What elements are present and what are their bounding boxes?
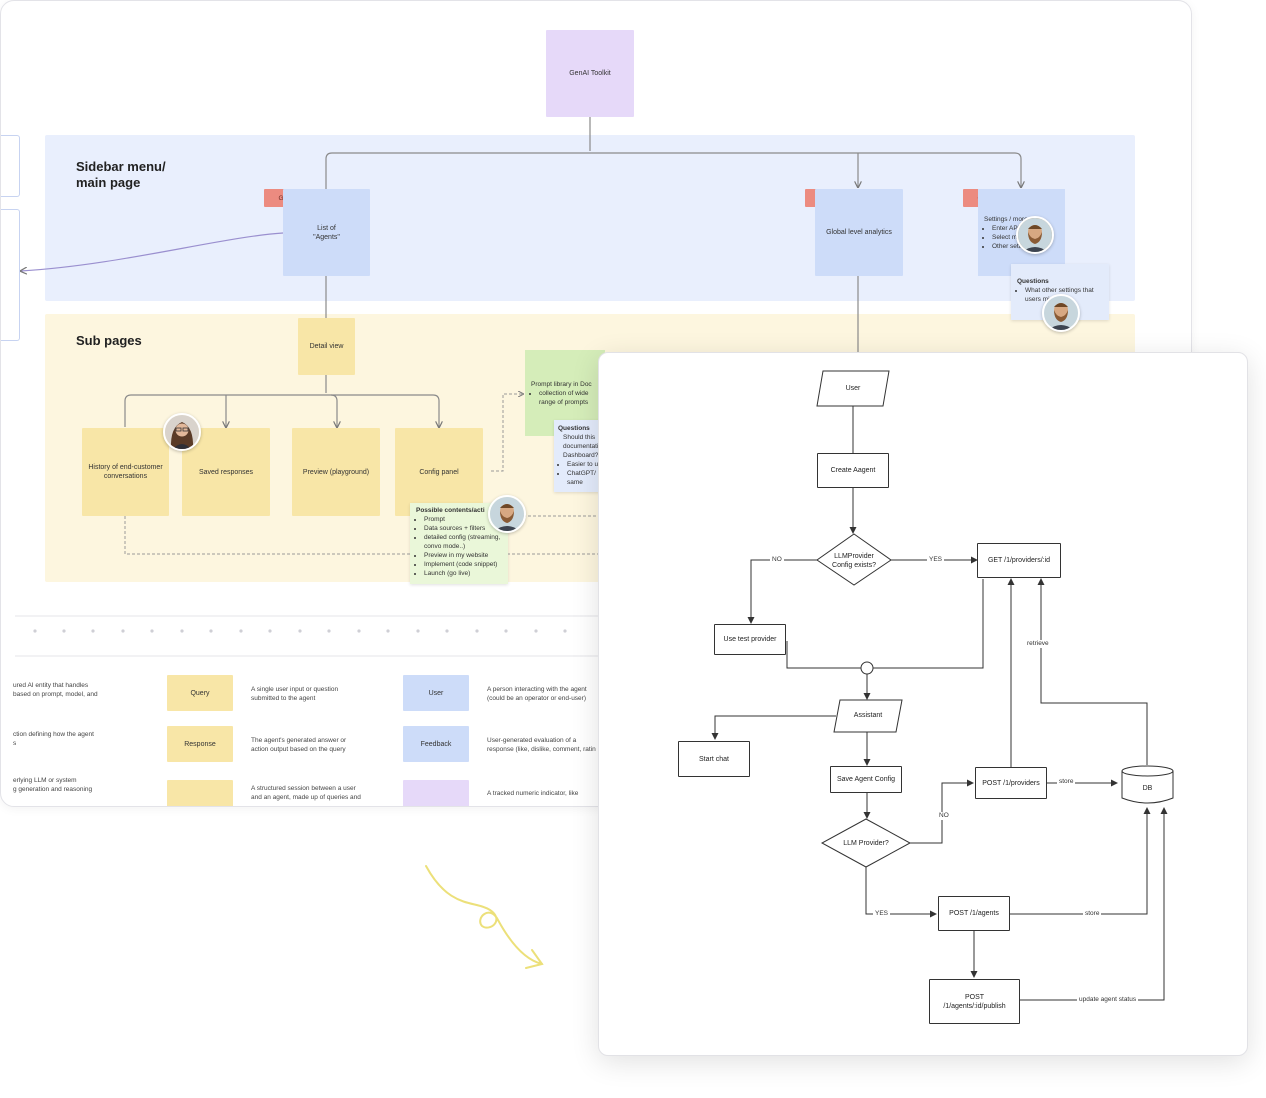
prompt-question: Easier to u [567, 460, 600, 469]
node-post-agents[interactable]: POST /1/agents [938, 896, 1010, 931]
node-assistant[interactable]: Assistant [853, 712, 883, 719]
legend-swatch-response: Response [167, 726, 233, 762]
legend-desc-query: A single user input or question submitte… [251, 686, 339, 702]
legend-desc-conversation: A structured session between a user and … [251, 785, 361, 801]
avatar-collaborator-config [488, 495, 526, 533]
node-use-test-provider[interactable]: Use test provider [714, 624, 786, 655]
prompt-questions-title: Questions [558, 425, 590, 432]
flowchart-connectors [711, 370, 1174, 1001]
possible-content-item: Prompt [424, 515, 502, 524]
prompt-question-main: Should this documentati Dashboard? [563, 434, 599, 459]
avatar-collaborator-questions [1042, 294, 1080, 332]
left-edge-frame-bottom [1, 209, 20, 341]
avatar-collaborator-history [163, 413, 201, 451]
legend-swatch-query: Query [167, 675, 233, 711]
prompt-library-title: Prompt library in Doc [531, 381, 592, 388]
node-get-provider[interactable]: GET /1/providers/:id [977, 543, 1061, 578]
prompt-library-note[interactable]: Prompt library in Doc collection of wide… [525, 350, 605, 436]
node-user[interactable]: User [845, 385, 861, 392]
shape-llm-config-diamond [816, 533, 892, 586]
possible-content-item: Data sources + filters [424, 524, 502, 533]
label-no: NO [937, 812, 951, 820]
label-store: store [1057, 778, 1076, 786]
prompt-question: ChatGPT/ same [567, 469, 600, 487]
possible-content-item: detailed config (streaming, convo mode..… [424, 533, 502, 551]
possible-contents-list: Prompt Data sources + filters detailed c… [416, 515, 502, 578]
node-llm-provider-decision[interactable]: LLM Provider? [843, 840, 889, 847]
prompt-library-list: collection of wide range of prompts [531, 389, 599, 407]
settings-questions-list: What other settings that users mi [1017, 286, 1103, 304]
subpages-zone-title: Sub pages [76, 333, 142, 348]
node-preview-playground[interactable]: Preview (playground) [292, 428, 380, 516]
avatar-collaborator-settings [1016, 216, 1054, 254]
node-list-of-agents[interactable]: List of "Agents" [283, 189, 370, 276]
label-store: store [1083, 910, 1102, 918]
merge-junction [860, 661, 874, 675]
prompt-questions-list: Easier to u ChatGPT/ same [558, 460, 600, 487]
label-no: NO [770, 556, 784, 564]
prompt-questions-note[interactable]: Questions Should this documentati Dashbo… [554, 420, 604, 492]
legend-left-text: ured AI entity that handles based on pro… [13, 682, 98, 698]
possible-contents-note[interactable]: Possible contents/acti Prompt Data sourc… [410, 503, 508, 584]
sidebar-zone [45, 135, 1135, 301]
node-create-agent[interactable]: Create Aagent [817, 453, 889, 488]
settings-question: What other settings that users mi [1025, 286, 1103, 304]
possible-content-item: Preview in my website [424, 551, 502, 560]
legend-swatch-feedback: Feedback [403, 726, 469, 762]
node-save-agent-config[interactable]: Save Agent Config [830, 766, 902, 793]
legend-left-text: ction defining how the agent s [13, 731, 94, 747]
possible-contents-title: Possible contents/acti [416, 507, 485, 514]
possible-content-item: Implement (code snippet) [424, 560, 502, 569]
prompt-library-item: collection of wide range of prompts [539, 389, 599, 407]
shape-assistant-parallelogram [833, 699, 903, 733]
legend-desc-metric: A tracked numeric indicator, like [487, 790, 579, 797]
settings-questions-title: Questions [1017, 278, 1049, 285]
node-db[interactable]: DB [1142, 785, 1153, 792]
label-yes: YES [873, 910, 891, 918]
legend-left-text: erlying LLM or system g generation and r… [13, 777, 93, 793]
transition-arrow-icon [425, 865, 544, 969]
legend-swatch-user: User [403, 675, 469, 711]
left-edge-frame-top [1, 135, 20, 197]
shape-db-cylinder [1121, 771, 1174, 804]
node-detail-view[interactable]: Detail view [298, 318, 355, 375]
legend-swatch-metric [403, 780, 469, 806]
node-config-panel[interactable]: Config panel [395, 428, 483, 516]
node-history-conversations[interactable]: History of end-customer conversations [82, 428, 169, 516]
shape-user-parallelogram [816, 370, 890, 407]
label-retrieve: retrieve [1025, 640, 1051, 648]
settings-item: Enter API [992, 224, 1059, 233]
legend-desc-feedback: User-generated evaluation of a response … [487, 737, 596, 753]
legend-swatch-conversation [167, 780, 233, 806]
node-global-analytics[interactable]: Global level analytics [815, 189, 903, 276]
legend-desc-response: The agent's generated answer or action o… [251, 737, 347, 753]
settings-title: Settings / more [984, 216, 1028, 223]
node-llm-config-decision[interactable]: LLMProvider Config exists? [832, 553, 876, 569]
label-yes: YES [927, 556, 945, 564]
settings-item: Other sett [992, 242, 1059, 251]
node-start-chat[interactable]: Start chat [678, 741, 750, 777]
node-post-providers[interactable]: POST /1/providers [975, 767, 1047, 799]
label-update-agent-status: update agent status [1077, 996, 1139, 1004]
possible-content-item: Launch (go live) [424, 569, 502, 578]
settings-list: Enter API Select m Other sett [984, 224, 1059, 251]
flowchart-card: User Create Aagent LLMProvider Config ex… [598, 352, 1248, 1056]
node-post-publish[interactable]: POST /1/agents/:id/publish [929, 979, 1020, 1024]
sidebar-zone-title: Sidebar menu/ main page [76, 159, 166, 190]
settings-item: Select m [992, 233, 1059, 242]
legend-desc-user: A person interacting with the agent (cou… [487, 686, 587, 702]
root-node-genai-toolkit[interactable]: GenAI Toolkit [546, 30, 634, 117]
